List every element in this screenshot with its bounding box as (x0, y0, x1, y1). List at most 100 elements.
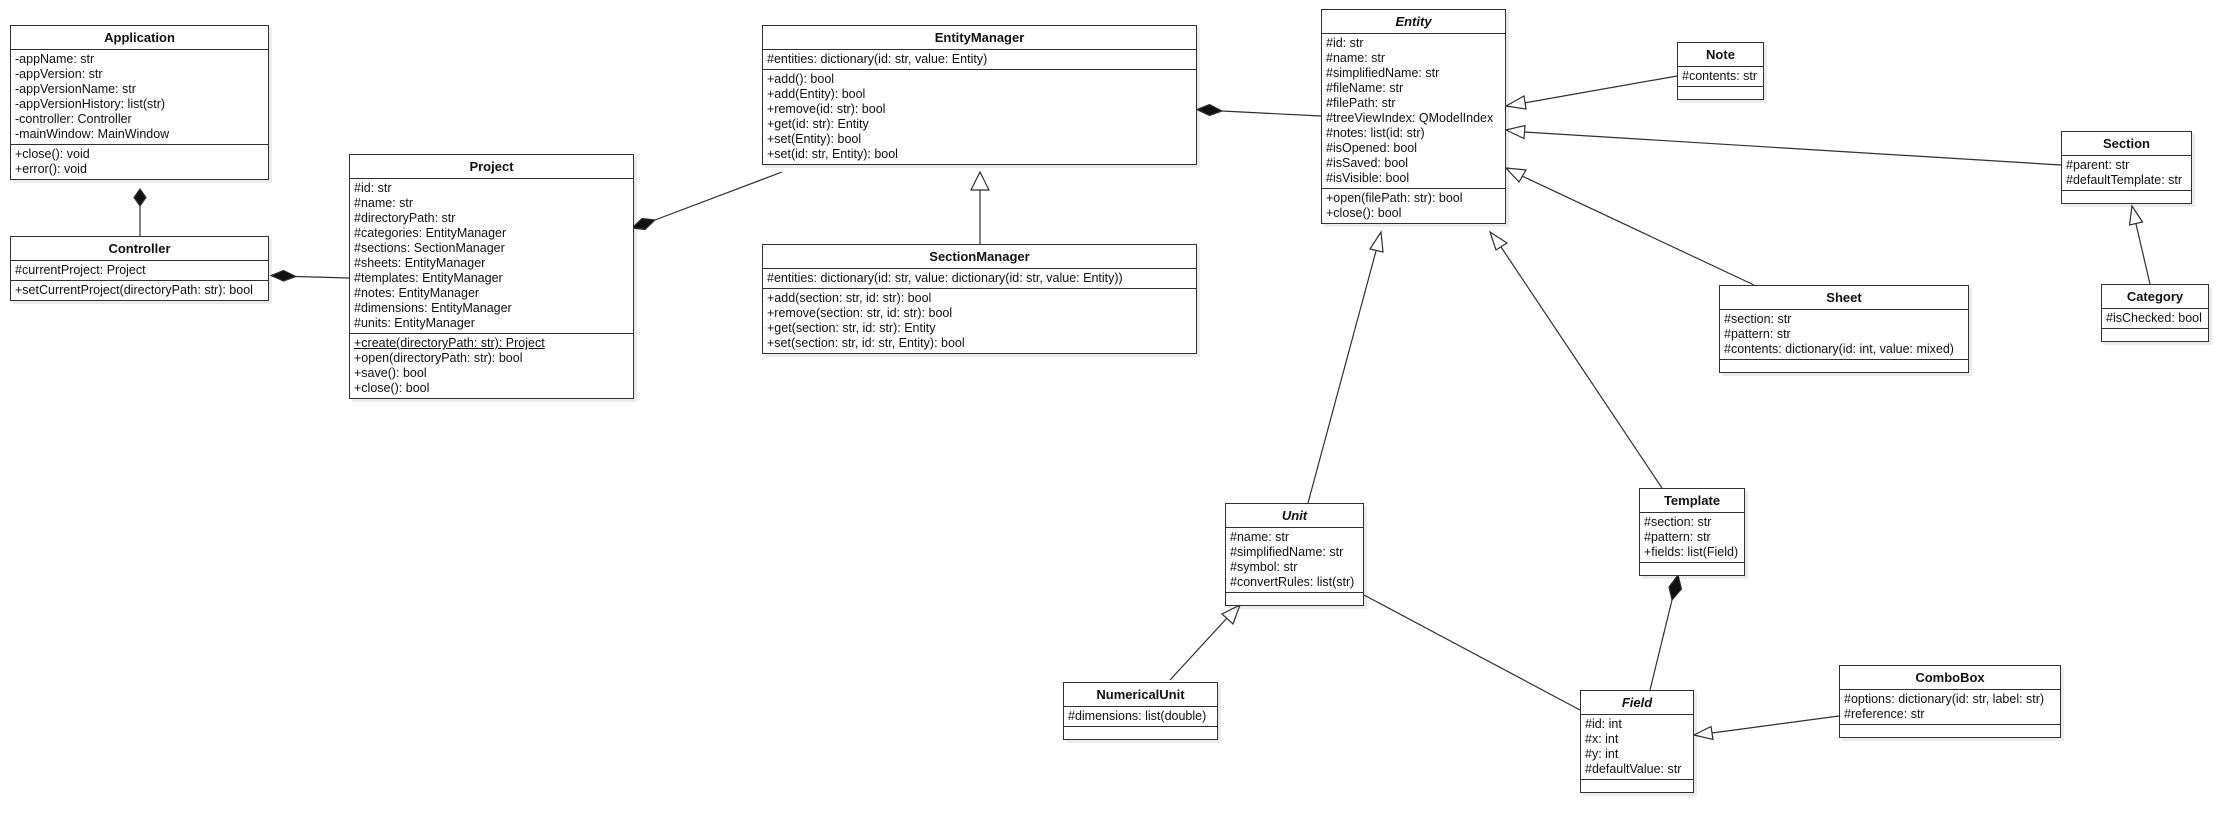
composition-entity-entitymanager (1221, 110, 1322, 117)
operation-row: +add(section: str, id: str): bool (767, 291, 932, 305)
attribute-row: #defaultTemplate: str (2066, 173, 2183, 187)
attribute-row: #pattern: str (1724, 327, 1791, 341)
generalization-section-entity (1523, 131, 2062, 166)
attribute-row: #simplifiedName: str (1326, 66, 1440, 80)
attribute-row: #defaultValue: str (1585, 762, 1682, 776)
class-category[interactable]: Category #isChecked: bool (2101, 284, 2209, 342)
class-name: Unit (1226, 504, 1363, 528)
attribute-row: #treeViewIndex: QModelIndex (1326, 111, 1494, 125)
generalization-triangle (1504, 124, 1526, 140)
attributes-compartment: #name: str#simplifiedName: str#symbol: s… (1226, 528, 1363, 593)
operations-compartment (2102, 329, 2208, 341)
class-name: NumericalUnit (1064, 683, 1217, 707)
class-name: ComboBox (1840, 666, 2060, 690)
operations-compartment (1064, 727, 1217, 739)
generalization-triangle (1692, 725, 1714, 741)
class-template[interactable]: Template#section: str#pattern: str+field… (1639, 488, 1745, 576)
attributes-compartment: #id: str#name: str#simplifiedName: str#f… (1322, 34, 1505, 189)
attribute-row: #reference: str (1844, 707, 1925, 721)
operation-row: +error(): void (15, 162, 87, 176)
generalization-numericalunit-unit (1169, 617, 1228, 681)
operation-row: +open(directoryPath: str): bool (354, 351, 523, 365)
operation-row: +close(): void (15, 147, 90, 161)
operations-compartment (1720, 360, 1968, 372)
class-field[interactable]: Field#id: int#x: int#y: int#defaultValue… (1580, 690, 1694, 793)
operation-row: +close(): bool (354, 381, 430, 395)
attribute-row: #section: str (1724, 312, 1792, 326)
attributes-compartment: -appName: str-appVersion: str-appVersion… (11, 50, 268, 145)
composition-diamond (1195, 103, 1224, 117)
attributes-compartment: #section: str#pattern: str+fields: list(… (1640, 513, 1744, 563)
attribute-row: #contents: str (1682, 69, 1758, 83)
class-unit[interactable]: Unit#name: str#simplifiedName: str#symbo… (1225, 503, 1364, 606)
attributes-compartment: #dimensions: list(double) (1064, 707, 1217, 727)
attribute-row: #notes: EntityManager (354, 286, 480, 300)
generalization-triangle (1504, 167, 1527, 184)
class-application[interactable]: Application-appName: str-appVersion: str… (10, 25, 269, 180)
operations-compartment: +setCurrentProject(directoryPath: str): … (11, 281, 268, 300)
class-controller[interactable]: Controller#currentProject: Project+setCu… (10, 236, 269, 301)
attribute-row: #contents: dictionary(id: int, value: mi… (1724, 342, 1954, 356)
operation-row: +create(directoryPath: str): Project (354, 336, 545, 350)
class-project[interactable]: Project#id: str#name: str#directoryPath:… (349, 154, 634, 399)
operations-compartment (1840, 725, 2060, 737)
class-sheet[interactable]: Sheet#section: str#pattern: str#contents… (1719, 285, 1969, 373)
attribute-row: #id: str (354, 181, 392, 195)
attribute-row: #directoryPath: str (354, 211, 456, 225)
generalization-triangle (1369, 230, 1384, 253)
attributes-compartment: #id: str#name: str#directoryPath: str#ca… (350, 179, 633, 334)
attribute-row: -appVersionName: str (15, 82, 136, 96)
attribute-row: #dimensions: EntityManager (354, 301, 512, 315)
attribute-row: #fileName: str (1326, 81, 1404, 95)
operations-compartment (1581, 780, 1693, 792)
attribute-row: #id: int (1585, 717, 1622, 731)
attribute-row: #isOpened: bool (1326, 141, 1418, 155)
class-name: Category (2102, 285, 2208, 309)
composition-diamond (1668, 573, 1683, 602)
generalization-triangle (1488, 230, 1509, 251)
attributes-compartment: #entities: dictionary(id: str, value: di… (763, 269, 1196, 289)
class-name: Note (1678, 43, 1763, 67)
generalization-template-entity (1500, 246, 1663, 489)
operations-compartment (1678, 87, 1763, 99)
operation-row: +get(section: str, id: str): Entity (767, 321, 936, 335)
attribute-row: #symbol: str (1230, 560, 1298, 574)
attribute-row: #filePath: str (1326, 96, 1396, 110)
operations-compartment: +open(filePath: str): bool+close(): bool (1322, 189, 1505, 223)
attribute-row: #currentProject: Project (15, 263, 146, 277)
generalization-triangle (2128, 204, 2144, 226)
attribute-row: #x: int (1585, 732, 1619, 746)
attribute-row: #categories: EntityManager (354, 226, 507, 240)
attribute-row: -appVersion: str (15, 67, 103, 81)
class-name: Section (2062, 132, 2191, 156)
attributes-compartment: #currentProject: Project (11, 261, 268, 281)
class-note[interactable]: Note #contents: str (1677, 42, 1764, 100)
attribute-row: #y: int (1585, 747, 1619, 761)
operations-compartment: +add(): bool+add(Entity): bool+remove(id… (763, 70, 1196, 164)
operations-compartment (1640, 563, 1744, 575)
generalization-combobox-field (1711, 715, 1840, 734)
attribute-row: #section: str (1644, 515, 1712, 529)
attribute-row: -appVersionHistory: list(str) (15, 97, 166, 111)
composition-diamond (269, 269, 298, 282)
attribute-row: #parent: str (2066, 158, 2130, 172)
attribute-row: #isChecked: bool (2106, 311, 2202, 325)
class-name: Project (350, 155, 633, 179)
attribute-row: #entities: dictionary(id: str, value: En… (767, 52, 988, 66)
class-section-manager[interactable]: SectionManager#entities: dictionary(id: … (762, 244, 1197, 354)
operation-row: +add(Entity): bool (767, 87, 866, 101)
operations-compartment (1226, 593, 1363, 605)
generalization-category-section (2135, 223, 2151, 285)
generalization-triangle (970, 170, 990, 191)
operation-row: +remove(id: str): bool (767, 102, 886, 116)
class-numerical-unit[interactable]: NumericalUnit#dimensions: list(double) (1063, 682, 1218, 740)
class-name: Template (1640, 489, 1744, 513)
class-combo-box[interactable]: ComboBox#options: dictionary(id: str, la… (1839, 665, 2061, 738)
operation-row: +add(): bool (767, 72, 835, 86)
operation-row: +set(section: str, id: str, Entity): boo… (767, 336, 965, 350)
generalization-note-entity (1523, 75, 1678, 104)
class-section[interactable]: Section #parent: str#defaultTemplate: str (2061, 131, 2192, 204)
class-entity[interactable]: Entity#id: str#name: str#simplifiedName:… (1321, 9, 1506, 224)
class-name: EntityManager (763, 26, 1196, 50)
class-entity-manager[interactable]: EntityManager #entities: dictionary(id: s… (762, 25, 1197, 165)
